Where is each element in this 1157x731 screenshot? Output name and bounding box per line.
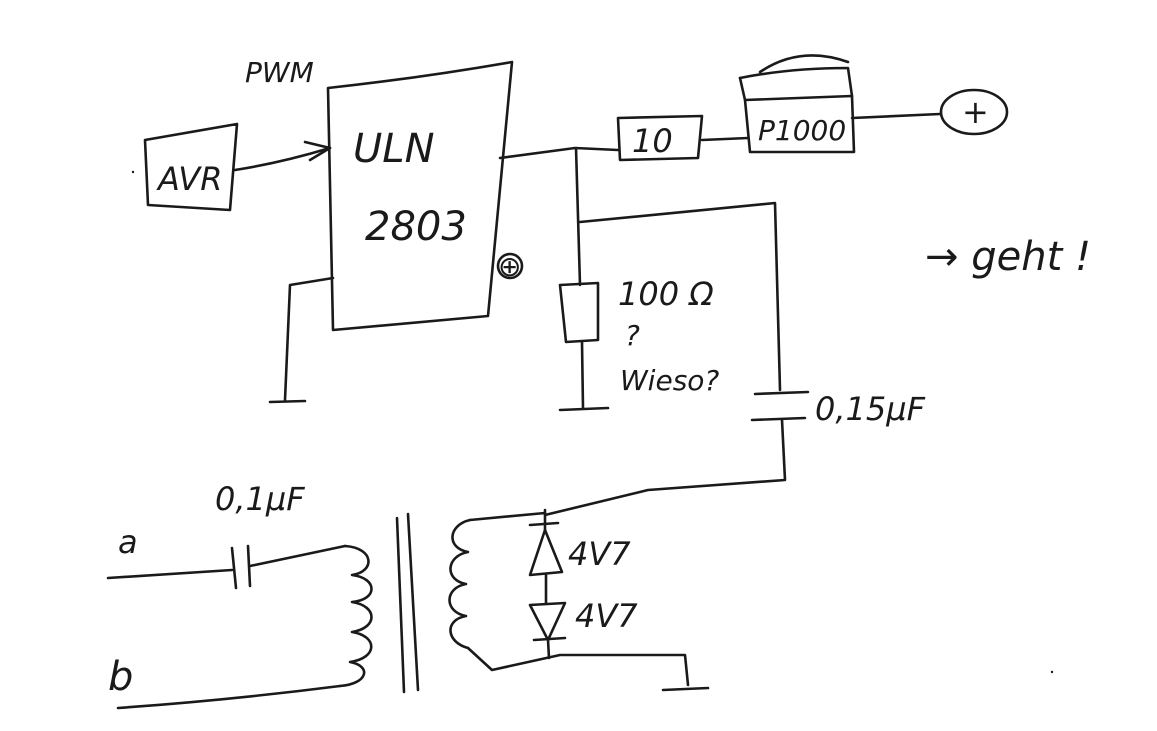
wieso-label: Wieso?	[620, 364, 719, 397]
junction-vertical-wire	[574, 146, 582, 287]
transformer-core-line-1	[395, 516, 406, 694]
cap01-label: 0,1µF	[215, 480, 305, 518]
ground-symbol-2	[558, 406, 610, 412]
uln-ground-wire	[283, 276, 335, 402]
p1000-label: P1000	[758, 114, 846, 147]
uln2803-block: ULN 2803	[326, 60, 514, 332]
primary-winding	[338, 544, 373, 688]
secondary-winding	[448, 518, 472, 650]
resistor-100-ground-wire	[580, 340, 585, 410]
uln-ground-pin-circle	[496, 252, 524, 280]
cap-feed-wire	[578, 201, 782, 392]
note-geht: → geht !	[925, 234, 1091, 280]
terminal-b-wire	[116, 684, 342, 710]
terminal-a-label: a	[118, 523, 138, 561]
wire-10-to-p1000	[700, 136, 750, 142]
uln-output-wire	[498, 146, 620, 160]
secondary-bottom-wire	[466, 646, 690, 687]
plus-terminal: +	[939, 88, 1009, 136]
terminal-a-wire	[106, 568, 234, 580]
secondary-top-wire	[468, 511, 547, 522]
avr-label: AVR	[156, 160, 222, 198]
transformer-core-line-2	[406, 512, 420, 692]
ground-symbol-3	[661, 686, 710, 692]
ground-symbol-1	[268, 399, 307, 404]
capacitor-015uf	[750, 390, 810, 422]
capacitor-01uf	[230, 544, 252, 590]
stray-dot-1	[131, 170, 135, 174]
terminal-b-label: b	[108, 654, 133, 700]
avr-block: AVR	[143, 122, 239, 212]
stray-dot-2	[1050, 670, 1054, 674]
cap015-lower-wire	[543, 418, 787, 517]
resistor-100-question: ?	[625, 319, 640, 352]
zener1-label: 4V7	[568, 535, 631, 573]
primary-top-wire	[248, 544, 347, 568]
wire-to-plus-terminal	[850, 112, 942, 120]
uln-label-line2: 2803	[365, 204, 467, 250]
p1000-part: P1000	[738, 54, 856, 154]
uln-pin-symbol: ⊕	[498, 250, 521, 283]
resistor-100-label: 100 Ω	[618, 275, 714, 313]
pwm-signal-wire	[233, 146, 332, 172]
resistor-10: 10	[616, 114, 704, 162]
zener-diode-1	[528, 508, 564, 577]
pwm-label: PWM	[245, 56, 314, 89]
resistor-10-label: 10	[632, 122, 673, 160]
uln-label-line1: ULN	[353, 126, 434, 172]
plus-terminal-label: +	[962, 93, 989, 131]
cap015-label: 0,15µF	[815, 390, 926, 428]
zener-diode-2	[528, 601, 567, 660]
resistor-100	[558, 281, 600, 344]
zener2-label: 4V7	[575, 597, 638, 635]
